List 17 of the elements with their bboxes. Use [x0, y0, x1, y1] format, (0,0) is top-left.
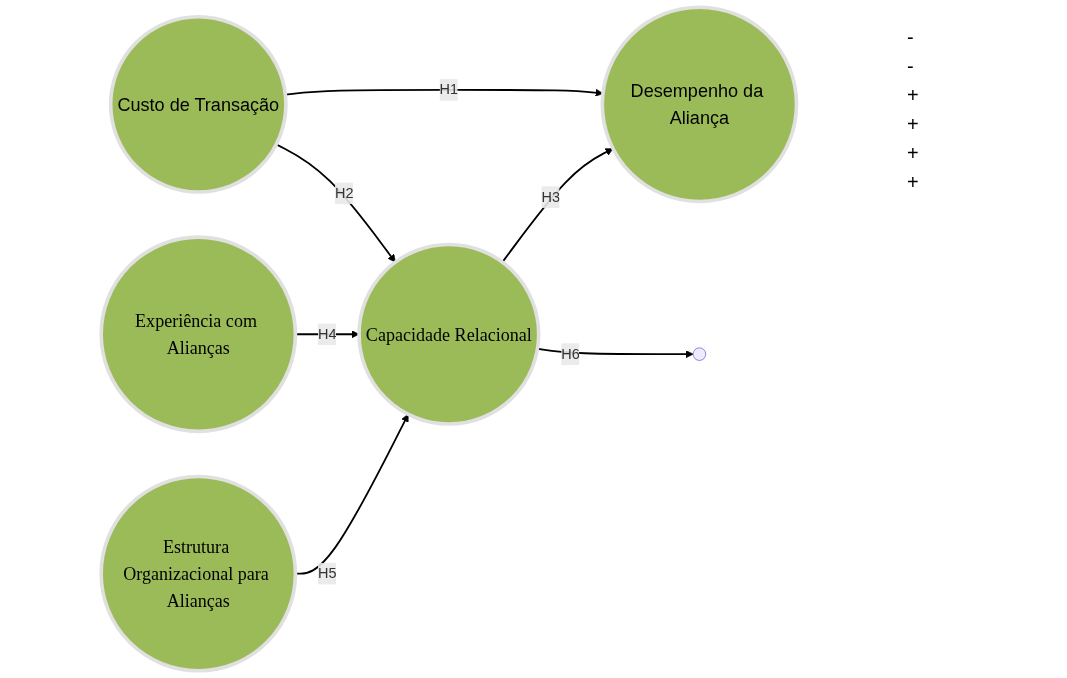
edge-label: H5 [317, 565, 337, 581]
node-circle: Desempenho da Aliança [600, 5, 798, 204]
node-circle: Custo de Transação [108, 14, 288, 194]
node-circle: Capacidade Relacional [356, 242, 541, 426]
sign-label: + [907, 84, 920, 107]
sign-label: - [907, 55, 915, 78]
edge-label: H1 [439, 81, 458, 98]
sign-label: + [907, 113, 920, 136]
sign-label: + [907, 171, 920, 194]
edge-label: H6 [560, 346, 580, 362]
edge-label: H2 [334, 185, 354, 201]
edge-label: H4 [317, 326, 337, 342]
node-circle: Estrutura Organizacional para Alianças [99, 474, 297, 673]
edge-label: H3 [541, 189, 560, 205]
node-circle: Experiência com Alianças [99, 235, 297, 434]
sign-label: - [907, 26, 915, 49]
sign-label: + [907, 142, 920, 165]
